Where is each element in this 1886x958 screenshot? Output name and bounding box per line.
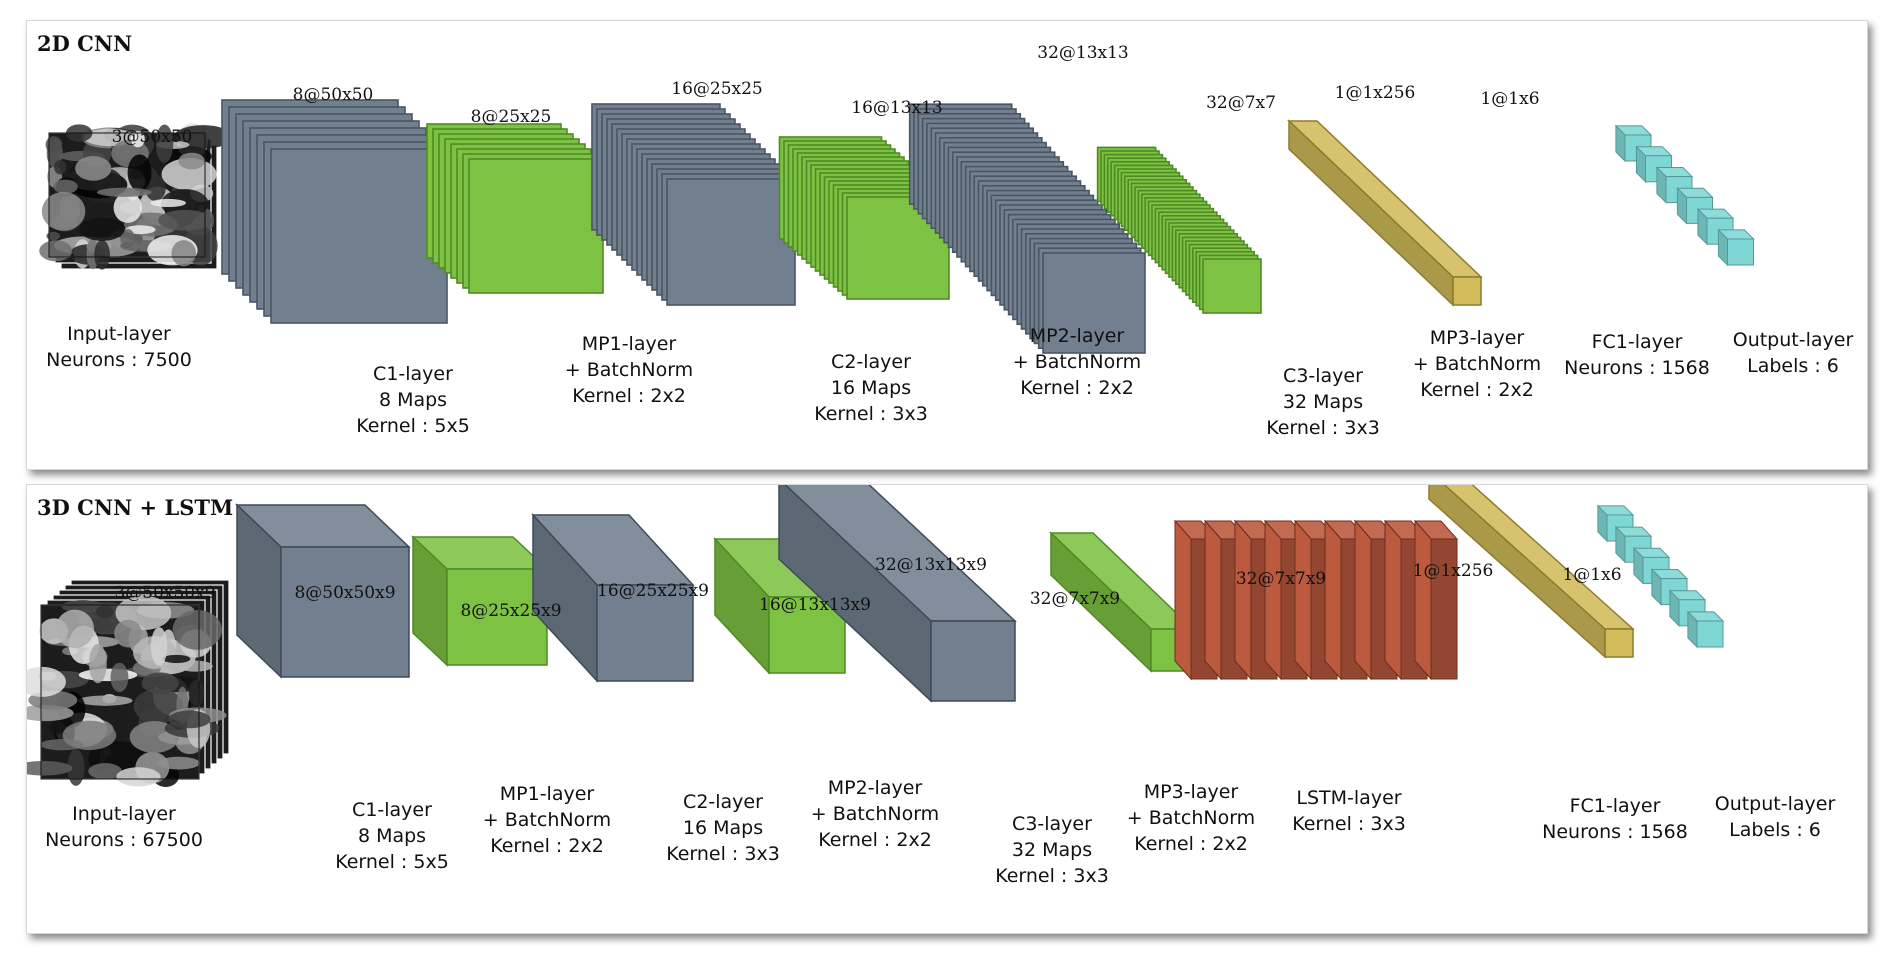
fc1-bar (1428, 485, 1635, 659)
c2-volume (531, 513, 695, 683)
dim-c3: 32@13x13x9 (875, 555, 987, 575)
caption-mp1: MP1-layer + BatchNorm Kernel : 2x2 (564, 333, 694, 407)
dim-mp3: 32@7x7 (1206, 93, 1276, 113)
caption-c2: C2-layer 16 Maps Kernel : 3x3 (666, 791, 780, 865)
mp1-maps (426, 123, 604, 294)
panel-title: 3D CNN + LSTM (37, 495, 234, 520)
caption-output: Output-layer Labels : 6 (1732, 329, 1854, 377)
caption-c3: C3-layer 32 Maps Kernel : 3x3 (1266, 365, 1380, 439)
c1-volume (235, 503, 411, 679)
panel-3d-cnn-lstm: 3D CNN + LSTM 3@50x50x9 8@50x50x9 8@25x2… (26, 484, 1868, 934)
caption-fc1: FC1-layer Neurons : 1568 (1542, 795, 1688, 843)
dim-mp2: 16@13x13x9 (759, 595, 871, 615)
caption-input: Input-layer Neurons : 7500 (46, 323, 192, 371)
panel-title: 2D CNN (37, 31, 133, 56)
dim-input: 3@50x50x9 (114, 583, 216, 603)
caption-output: Output-layer Labels : 6 (1714, 793, 1836, 841)
dim-output: 1@1x6 (1562, 565, 1622, 585)
dim-mp1: 8@25x25x9 (460, 601, 562, 621)
c3-maps (908, 103, 1146, 354)
caption-c1: C1-layer 8 Maps Kernel : 5x5 (335, 799, 449, 873)
dim-fc1: 1@1x256 (1412, 561, 1494, 581)
c3-volume (778, 485, 1017, 703)
caption-mp1: MP1-layer + BatchNorm Kernel : 2x2 (482, 783, 612, 857)
layers-3d-diagram (27, 485, 1725, 788)
caption-c1: C1-layer 8 Maps Kernel : 5x5 (356, 363, 470, 437)
caption-c2: C2-layer 16 Maps Kernel : 3x3 (814, 351, 928, 425)
caption-lstm: LSTM-layer Kernel : 3x3 (1292, 787, 1406, 835)
layers-2d-diagram (39, 99, 1755, 354)
lstm-blocks (1173, 519, 1459, 681)
caption-mp2: MP2-layer + BatchNorm Kernel : 2x2 (1012, 325, 1142, 399)
fc1-bar (1287, 119, 1483, 307)
caption-mp3: MP3-layer + BatchNorm Kernel : 2x2 (1126, 781, 1256, 855)
dim-fc1: 1@1x256 (1334, 83, 1416, 103)
dim-c2: 16@25x25x9 (597, 581, 709, 601)
dim-input: 3@50x50 (111, 127, 193, 147)
mp1-volume (411, 535, 549, 667)
dim-c2: 16@25x25 (671, 79, 763, 99)
c2-maps (591, 103, 796, 306)
output-cubes (1614, 124, 1755, 267)
dim-mp1: 8@25x25 (470, 107, 552, 127)
input-maps (39, 123, 233, 270)
caption-input: Input-layer Neurons : 67500 (45, 803, 203, 851)
output-cubes (1596, 504, 1725, 649)
dim-c1: 8@50x50 (292, 85, 374, 105)
dim-output: 1@1x6 (1480, 89, 1540, 109)
dim-mp3: 32@7x7x9 (1029, 589, 1121, 609)
c1-maps (221, 99, 448, 324)
mp3-maps (1096, 146, 1262, 314)
input-volumes (27, 579, 230, 788)
caption-mp2: MP2-layer + BatchNorm Kernel : 2x2 (810, 777, 940, 851)
dim-c1: 8@50x50x9 (294, 583, 396, 603)
dim-mp2: 16@13x13 (851, 98, 943, 118)
caption-mp3: MP3-layer + BatchNorm Kernel : 2x2 (1412, 327, 1542, 401)
caption-fc1: FC1-layer Neurons : 1568 (1564, 331, 1710, 379)
caption-c3: C3-layer 32 Maps Kernel : 3x3 (995, 813, 1109, 887)
panel-2d-cnn: 2D CNN 3@50x50 8@50x50 8@25x25 16@25x25 … (26, 20, 1868, 470)
dim-lstm: 32@7x7x9 (1235, 569, 1327, 589)
dim-c3: 32@13x13 (1037, 43, 1129, 63)
